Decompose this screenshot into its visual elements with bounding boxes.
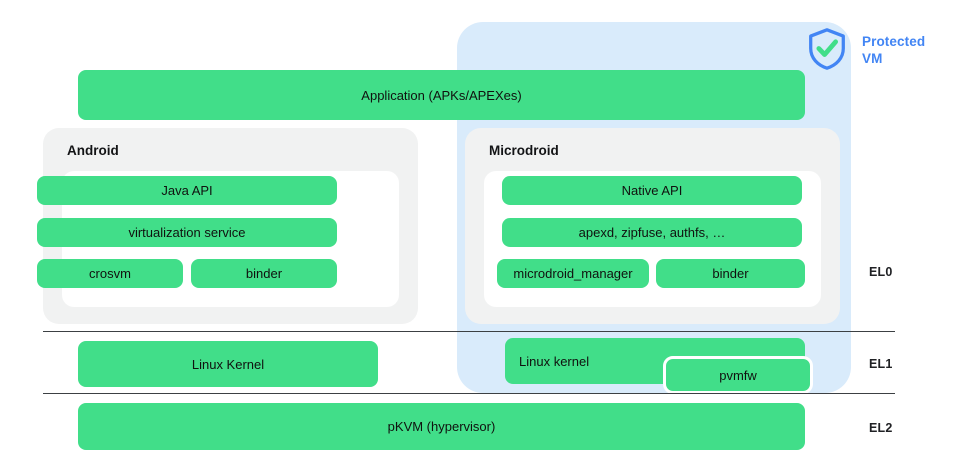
microdroid-block-daemons: apexd, zipfuse, authfs, … xyxy=(502,218,802,247)
divider-el0-el1 xyxy=(43,331,895,332)
application-block: Application (APKs/APEXes) xyxy=(78,70,805,120)
pvmfw-label: pvmfw xyxy=(719,367,757,383)
pkvm-hypervisor-label: pKVM (hypervisor) xyxy=(387,419,496,434)
linux-kernel-microdroid-label: Linux kernel xyxy=(519,353,590,369)
android-block-crosvm-label: crosvm xyxy=(89,266,131,281)
application-block-label: Application (APKs/APEXes) xyxy=(361,87,522,103)
android-block-java-api: Java API xyxy=(37,176,337,205)
microdroid-block-daemons-label: apexd, zipfuse, authfs, … xyxy=(578,225,726,240)
android-block-crosvm: crosvm xyxy=(37,259,183,288)
android-block-virtualization-service-label: virtualization service xyxy=(128,225,246,240)
microdroid-block-microdroid-manager: microdroid_manager xyxy=(497,259,649,288)
microdroid-block-binder-label: binder xyxy=(712,266,749,281)
pvmfw-block: pvmfw xyxy=(663,356,813,394)
protected-vm-label: Protected VM xyxy=(862,33,954,67)
linux-kernel-android-label: Linux Kernel xyxy=(191,356,265,372)
android-panel-title: Android xyxy=(67,143,119,158)
android-block-binder-label: binder xyxy=(245,266,283,281)
android-block-java-api-label: Java API xyxy=(161,183,213,198)
microdroid-block-native-api: Native API xyxy=(502,176,802,205)
protected-vm-label-line1: Protected xyxy=(862,34,926,49)
pkvm-hypervisor-block: pKVM (hypervisor) xyxy=(78,403,805,450)
el0-label: EL0 xyxy=(869,265,893,279)
microdroid-block-native-api-label: Native API xyxy=(621,183,683,198)
microdroid-block-binder: binder xyxy=(656,259,805,288)
linux-kernel-android-block: Linux Kernel xyxy=(78,341,378,387)
android-block-virtualization-service: virtualization service xyxy=(37,218,337,247)
microdroid-panel-title: Microdroid xyxy=(489,143,559,158)
el1-label: EL1 xyxy=(869,357,893,371)
android-block-binder: binder xyxy=(191,259,337,288)
shield-check-icon xyxy=(804,26,850,72)
protected-vm-label-line2: VM xyxy=(862,51,883,66)
microdroid-block-microdroid-manager-label: microdroid_manager xyxy=(513,266,633,281)
divider-el1-el2 xyxy=(43,393,895,394)
el2-label: EL2 xyxy=(869,421,893,435)
